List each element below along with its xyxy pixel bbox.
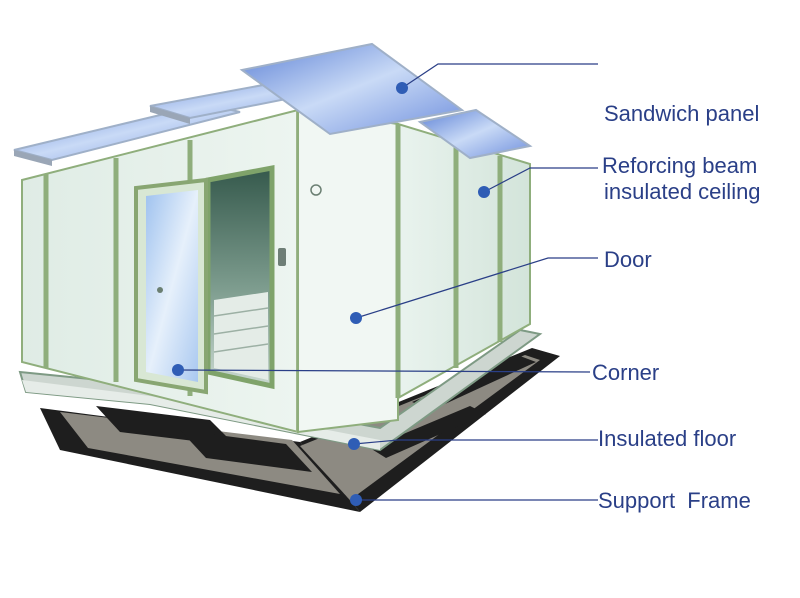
leader-ceiling: [401, 63, 598, 89]
label-insulated-floor: Insulated floor: [598, 426, 737, 451]
label-reforcing-beam: Reforcing beam: [602, 153, 758, 178]
marker-corner: [172, 364, 184, 376]
label-support-frame: Support Frame: [598, 488, 751, 513]
label-door: Door: [604, 247, 652, 272]
marker-frame: [350, 494, 362, 506]
marker-floor: [348, 438, 360, 450]
label-ceiling-line2: insulated ceiling: [604, 179, 761, 204]
door-opening: [205, 164, 286, 390]
marker-ceiling: [396, 82, 408, 94]
leader-lines: [177, 63, 598, 501]
marker-door: [350, 312, 362, 324]
label-sandwich-panel-ceiling: Sandwich panel insulated ceiling: [604, 49, 761, 231]
ceiling-panels: [13, 42, 533, 166]
support-frame: [40, 348, 560, 512]
label-corner: Corner: [592, 360, 660, 385]
side-wall: [297, 108, 531, 434]
door-leaf: [134, 177, 208, 395]
leader-corner: [177, 369, 591, 373]
leader-floor: [353, 439, 598, 445]
leader-door: [355, 257, 598, 319]
marker-dots: [172, 82, 490, 506]
marker-beam: [478, 186, 490, 198]
leader-beam: [483, 167, 598, 193]
label-ceiling-line1: Sandwich panel: [604, 101, 760, 126]
